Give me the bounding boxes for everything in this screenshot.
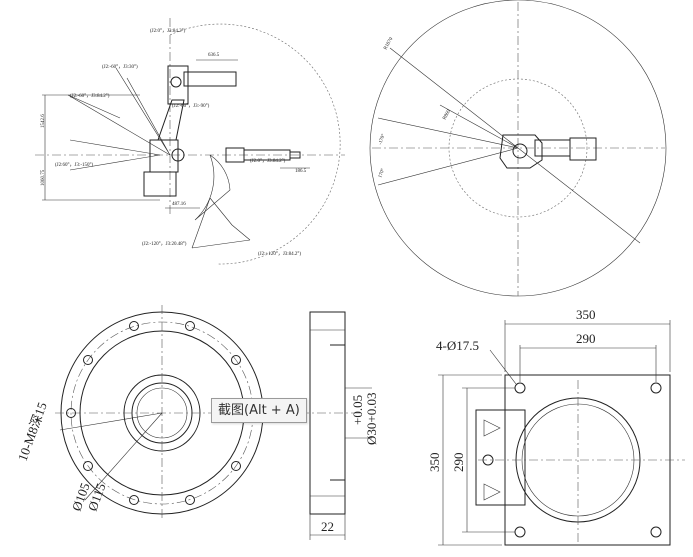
label-350-h: 350 — [427, 453, 442, 473]
flange-section-view — [300, 311, 372, 540]
dim-487: 487.16 — [172, 202, 186, 207]
label-pos170: 170° — [378, 168, 386, 179]
ann-1: (J2:0°，J3:84.2°) — [150, 29, 186, 34]
ann-7: (J2:-120°，J3:20.48°) — [142, 242, 187, 247]
ann-8: (J2:+120°，J3:84.2°) — [258, 252, 301, 257]
base-plate-view — [438, 320, 685, 546]
flange-front-view — [55, 305, 272, 520]
label-thickness: 22 — [321, 519, 334, 534]
label-r869: R869 — [442, 109, 452, 121]
side-view-workspace — [35, 18, 345, 265]
side-view-labels: (J2:0°，J3:84.2°) (J2:-60°，J3:30°) (J2:-6… — [41, 29, 307, 257]
label-r1870: R1870 — [383, 37, 394, 51]
label-290-h: 290 — [451, 453, 466, 473]
base-labels: 4-Ø17.5 350 290 350 290 — [427, 307, 596, 472]
dim-1542: 1542.6 — [41, 114, 46, 128]
dim-636: 636.5 — [208, 53, 220, 58]
flange-labels: 10-M8深15 Ø105 Ø115 +0.05 Ø30+0.03 22 — [15, 393, 379, 534]
dim-1060: 1060.75 — [41, 169, 46, 186]
top-view-labels: R1870 R869 -170° 170° — [378, 37, 452, 179]
top-view-workspace — [369, 0, 667, 297]
label-4-holes: 4-Ø17.5 — [436, 338, 479, 353]
label-290-w: 290 — [576, 331, 596, 346]
ann-5: (J2:60°，J3:-150°) — [55, 163, 93, 168]
label-d30: Ø30+0.03 — [364, 393, 379, 445]
screenshot-tooltip: 截图(Alt + A) — [211, 398, 307, 423]
label-tol: +0.05 — [350, 395, 365, 425]
dim-186: 186.5 — [295, 169, 307, 174]
ann-3: (J2:-60°，J3:84.2°) — [70, 94, 110, 99]
robot-arm-side — [143, 65, 301, 197]
label-350-w: 350 — [576, 307, 596, 322]
ann-6: (J2:0°，J3:84.2°) — [250, 159, 286, 164]
ann-4: (J2:-60°，J3:-90°) — [172, 104, 210, 109]
label-neg170: -170° — [378, 133, 387, 145]
ann-2: (J2:-60°，J3:30°) — [102, 65, 138, 70]
label-holes-m8: 10-M8深15 — [15, 400, 50, 463]
